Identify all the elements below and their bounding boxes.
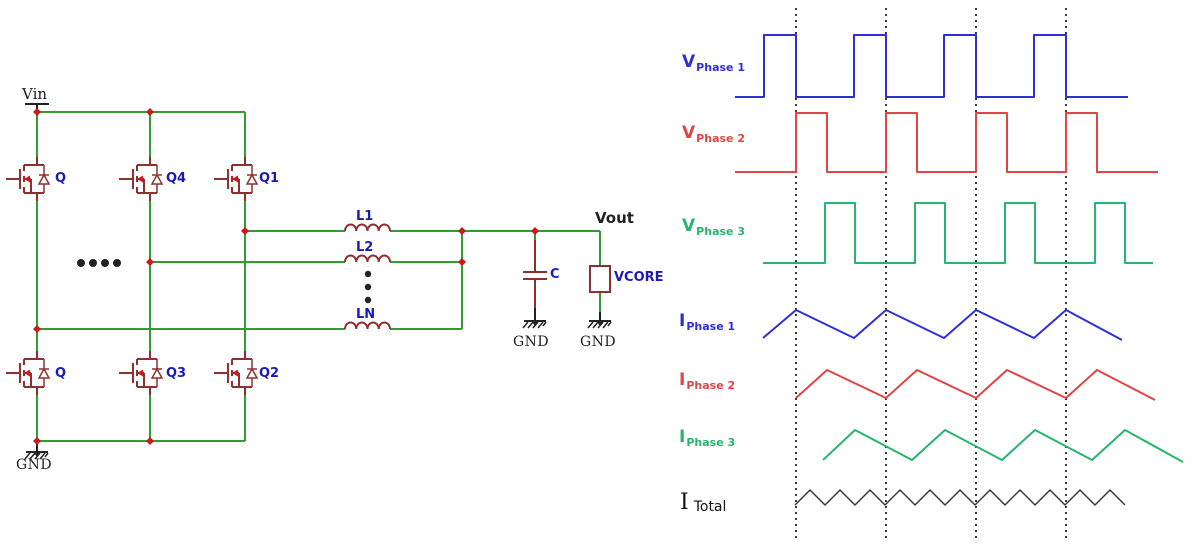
vcore-load-resistor [589, 265, 611, 293]
i-phase-1-label-main: I [679, 311, 686, 331]
v-phase-2-label-main: V [682, 123, 696, 143]
wires [36, 111, 601, 442]
gnd-label-cap: GND [513, 334, 550, 350]
i-total-label-sub: Total [693, 499, 727, 515]
i-phase-3-waveform [822, 429, 1184, 463]
v-phase-3-label-sub: Phase 3 [696, 225, 745, 238]
i-phase-3-label: IPhase 3 [679, 427, 736, 449]
inductor-label-l2: L2 [356, 240, 374, 255]
i-total-label-main: I [680, 490, 689, 515]
output-capacitor [523, 240, 547, 308]
v-phase-2-label-sub: Phase 2 [696, 132, 745, 145]
i-total-waveform [794, 489, 1126, 506]
inductor-l2 [344, 254, 391, 263]
mosfet-label-q1: Q1 [259, 171, 280, 186]
v-phase-1-waveform [735, 34, 1128, 98]
vcore-label: VCORE [614, 270, 664, 285]
v-phase-3-waveform [763, 202, 1153, 264]
v-phase-3-label-main: V [682, 216, 696, 236]
i-phase-3-label-main: I [679, 427, 686, 447]
inductor-label-ln: LN [356, 307, 376, 322]
i-phase-2-waveform [795, 369, 1156, 401]
i-phase-3-label-sub: Phase 3 [686, 436, 736, 449]
v-phase-3-label: VPhase 3 [682, 216, 745, 238]
v-phase-1-label-sub: Phase 1 [696, 61, 745, 74]
v-phase-2-waveform [735, 112, 1158, 173]
vin-label: Vin [22, 85, 48, 103]
inductor-l1 [344, 223, 391, 232]
gnd-label-vcore: GND [580, 334, 617, 350]
gnd-label-left: GND [16, 457, 53, 473]
mosfet-label-q-top: Q [55, 171, 67, 186]
inductor-label-l1: L1 [356, 209, 374, 224]
v-phase-1-label-main: V [682, 52, 696, 72]
v-phase-1-label: VPhase 1 [682, 52, 745, 74]
vout-label: Vout [595, 209, 634, 227]
inductor-coils [344, 223, 391, 330]
i-phase-2-label-sub: Phase 2 [686, 379, 736, 392]
mosfet-label-q2: Q2 [259, 366, 280, 381]
i-phase-2-label: IPhase 2 [679, 370, 736, 392]
mosfet-label-q4: Q4 [166, 171, 187, 186]
i-phase-2-label-main: I [679, 370, 686, 390]
junction-dots [33, 108, 539, 445]
inductor-ln [344, 321, 391, 330]
i-phase-1-waveform [762, 309, 1123, 341]
phase-ellipsis-dots [77, 259, 372, 304]
i-phase-1-label: IPhase 1 [679, 311, 736, 333]
v-phase-2-label: VPhase 2 [682, 123, 745, 145]
i-phase-1-label-sub: Phase 1 [686, 320, 736, 333]
mosfet-label-q3: Q3 [166, 366, 187, 381]
mosfet-label-q-bottom: Q [55, 366, 67, 381]
capacitor-label: C [550, 267, 560, 282]
